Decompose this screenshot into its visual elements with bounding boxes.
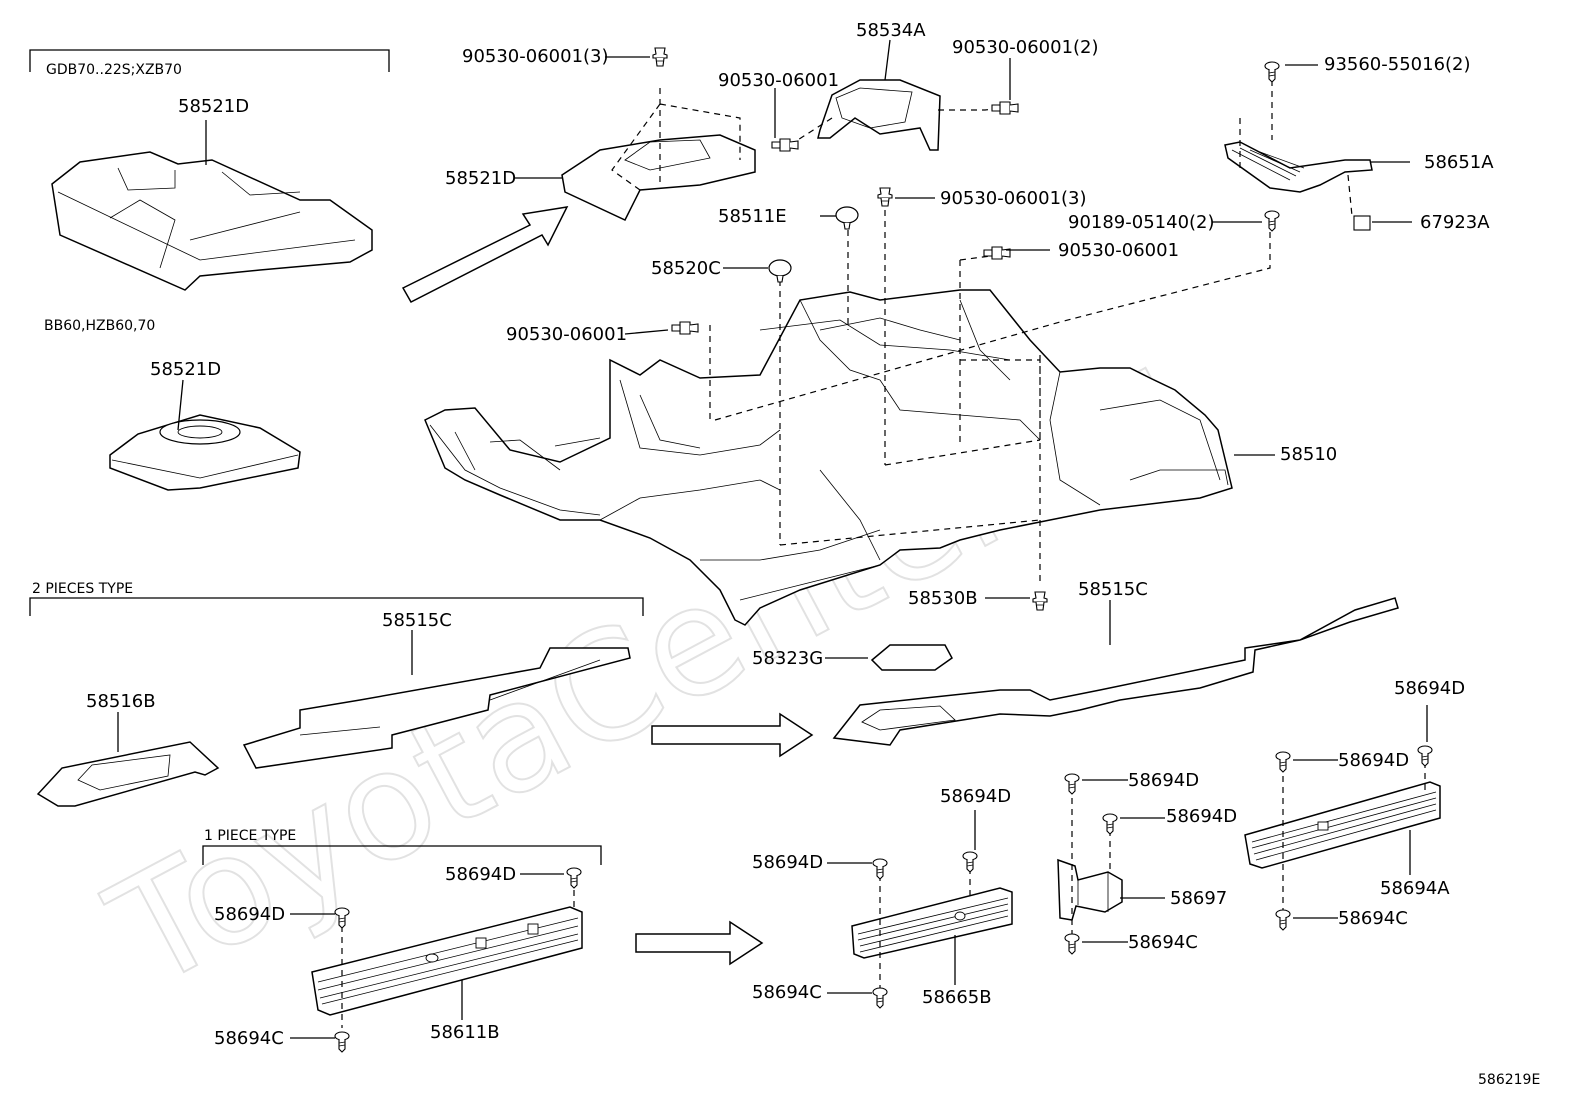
screw-icon — [1064, 933, 1080, 955]
plate-58515c-one-piece — [832, 597, 1399, 746]
label-58694d: 58694D — [940, 786, 1011, 807]
clip-icon — [652, 47, 668, 67]
label-58697: 58697 — [1170, 888, 1227, 909]
screw-icon — [1102, 813, 1118, 835]
screw-icon — [962, 851, 978, 873]
screw-icon — [334, 1031, 350, 1053]
label-58665b: 58665B — [922, 987, 992, 1008]
screw-icon — [1275, 751, 1291, 773]
variant-bracket-top — [29, 49, 390, 72]
label-90530-06001-2: 90530-06001(2) — [952, 37, 1099, 58]
label-90530-06001: 90530-06001 — [1058, 240, 1179, 261]
screw-icon — [872, 987, 888, 1009]
variant-note-b: BB60,HZB60,70 — [44, 318, 155, 334]
scuff-plate-58611b — [311, 867, 583, 1053]
direction-arrow-middle — [651, 712, 814, 758]
screw-icon — [1417, 745, 1433, 767]
label-58516b: 58516B — [86, 691, 156, 712]
screw-icon — [872, 858, 888, 880]
label-58515c: 58515C — [1078, 579, 1148, 600]
one-piece-note: 1 PIECE TYPE — [204, 828, 296, 844]
label-58651a: 58651A — [1424, 152, 1494, 173]
direction-arrow-lower — [635, 920, 764, 966]
label-58323g: 58323G — [752, 648, 823, 669]
diagram-id: 586219E — [1478, 1072, 1540, 1088]
label-58694a: 58694A — [1380, 878, 1450, 899]
screw-icon — [566, 867, 582, 889]
label-58694c: 58694C — [1338, 908, 1408, 929]
label-58694d: 58694D — [1338, 750, 1409, 771]
label-58521d: 58521D — [150, 359, 221, 380]
one-piece-bracket — [202, 845, 602, 865]
push-clip-icon — [671, 321, 699, 335]
label-58521d: 58521D — [178, 96, 249, 117]
two-piece-note: 2 PIECES TYPE — [32, 581, 133, 597]
label-58515c: 58515C — [382, 610, 452, 631]
direction-arrow-upper — [401, 206, 569, 303]
label-58694c: 58694C — [1128, 932, 1198, 953]
screw-icon — [1275, 909, 1291, 931]
pad-58521d-large — [51, 151, 373, 291]
clip-icon — [1032, 591, 1048, 611]
leader-lines — [117, 39, 1428, 1039]
label-58694d: 58694D — [214, 904, 285, 925]
push-clip-icon — [771, 138, 799, 152]
label-58694d: 58694D — [1394, 678, 1465, 699]
label-90530-06001: 90530-06001 — [506, 324, 627, 345]
label-90530-06001-3: 90530-06001(3) — [940, 188, 1087, 209]
bracket-58651a — [1224, 80, 1373, 231]
label-58521d: 58521D — [445, 168, 516, 189]
pad-58521d-small — [109, 414, 301, 491]
bracket-58697 — [1057, 773, 1123, 955]
variant-note-a: GDB70..22S;XZB70 — [46, 62, 182, 78]
label-58694c: 58694C — [752, 982, 822, 1003]
two-piece-bracket — [29, 597, 644, 616]
label-90530-06001: 90530-06001 — [718, 70, 839, 91]
label-90530-06001-3: 90530-06001(3) — [462, 46, 609, 67]
label-58520c: 58520C — [651, 258, 721, 279]
scuff-plate-58694a — [1244, 745, 1441, 931]
screw-icon — [1264, 61, 1280, 83]
pad-58323g — [870, 644, 953, 671]
label-58510: 58510 — [1280, 444, 1337, 465]
label-93560-55016-2: 93560-55016(2) — [1324, 54, 1471, 75]
plate-58515c-two-piece — [242, 647, 631, 769]
clip-icon — [877, 187, 893, 207]
screw-icon — [1064, 773, 1080, 795]
push-clip-icon — [983, 246, 1011, 260]
label-58694c: 58694C — [214, 1028, 284, 1049]
floor-carpet-58510 — [424, 210, 1271, 626]
label-58694d: 58694D — [445, 864, 516, 885]
screw-icon — [1264, 210, 1280, 232]
label-58530b: 58530B — [908, 588, 978, 609]
plug-icon — [835, 206, 859, 230]
scuff-plate-58665b — [851, 851, 1013, 1009]
label-58694d: 58694D — [752, 852, 823, 873]
push-clip-icon — [991, 101, 1019, 115]
label-58511e: 58511E — [718, 206, 787, 227]
label-58534a: 58534A — [856, 20, 926, 41]
label-67923a: 67923A — [1420, 212, 1490, 233]
part-labels: 58521D 58521D 58521D 90530-06001(3) 5853… — [86, 20, 1494, 1049]
console-pad-58521d — [561, 88, 756, 221]
label-58611b: 58611B — [430, 1022, 500, 1043]
plug-icon — [768, 259, 792, 283]
label-58694d: 58694D — [1166, 806, 1237, 827]
plate-58516b — [36, 741, 220, 807]
label-90189-05140-2: 90189-05140(2) — [1068, 212, 1215, 233]
label-58694d: 58694D — [1128, 770, 1199, 791]
